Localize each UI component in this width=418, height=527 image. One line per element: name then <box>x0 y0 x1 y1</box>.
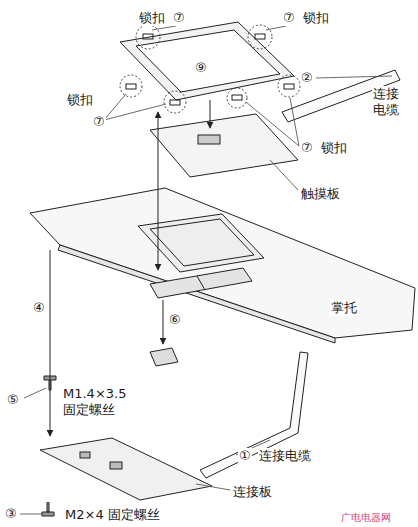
leader-line <box>196 484 230 490</box>
leader-line <box>104 104 166 120</box>
leader-line <box>20 514 42 515</box>
part-label: ⑦ <box>92 114 106 130</box>
part-label: ① <box>238 448 252 464</box>
part-label: 连接板 <box>232 484 273 500</box>
part-label: M1.4×3.5 固定螺丝 <box>62 386 130 417</box>
lock-marker <box>248 25 272 49</box>
watermark: 广电电器网 <box>340 512 392 524</box>
part-label: 连接 电缆 <box>372 86 404 117</box>
removal-arrow <box>158 112 159 270</box>
lock-tab <box>284 84 294 89</box>
lock-marker <box>120 75 142 97</box>
leader-line <box>316 76 392 78</box>
lock-marker <box>136 25 160 49</box>
connection-board <box>40 438 212 500</box>
lock-marker <box>227 88 247 108</box>
touchpad-frame <box>120 22 294 100</box>
part-label: ⑤ <box>6 392 20 408</box>
screw-m2 <box>42 502 54 516</box>
lock-tab <box>255 34 265 39</box>
lock-marker <box>278 75 300 97</box>
board-part <box>80 452 90 458</box>
board-part <box>110 462 122 469</box>
part-label: 触摸板 <box>300 186 341 202</box>
part-label: ⑦ <box>300 140 314 156</box>
leader-line <box>152 26 176 30</box>
part-label: 锁扣 <box>320 140 348 156</box>
leader-line <box>266 26 286 30</box>
recess-inner <box>150 219 254 266</box>
removal-arrow <box>50 250 51 436</box>
touchpad-chip <box>198 135 220 144</box>
part-label: 锁扣 <box>66 92 94 108</box>
leader-line <box>104 94 126 120</box>
part-label: ⑥ <box>168 312 182 328</box>
part-label: ⑨ <box>194 60 208 76</box>
part-label: ④ <box>32 300 46 316</box>
lock-tab <box>232 95 242 100</box>
frame-opening <box>136 30 280 92</box>
part-label: 连接电缆 <box>258 448 312 464</box>
touchpad-recess <box>138 214 264 272</box>
touchpad-board <box>150 114 298 177</box>
part-label: 锁扣 <box>302 10 330 26</box>
part-label: ⑦ <box>282 10 296 26</box>
lock-marker <box>164 91 186 113</box>
part-label: M2×4 固定螺丝 <box>64 507 161 523</box>
connector <box>150 348 178 366</box>
palm-rest <box>30 188 415 338</box>
button-divider <box>197 276 205 290</box>
part-label: ③ <box>4 506 18 522</box>
leader-line <box>290 98 299 146</box>
leader-line <box>246 102 299 146</box>
removal-arrow <box>210 100 211 128</box>
part-label: ② <box>300 70 316 86</box>
part-label: ⑦ <box>172 10 186 26</box>
removal-arrow <box>163 300 164 344</box>
part-label: 锁扣 <box>138 10 166 26</box>
button-strip <box>150 268 252 298</box>
lock-tab <box>143 34 153 39</box>
leader-line <box>24 388 46 398</box>
leader-line <box>270 160 298 190</box>
part-label: 掌托 <box>330 300 358 316</box>
lock-tab <box>126 84 136 89</box>
lock-tab <box>170 100 180 105</box>
